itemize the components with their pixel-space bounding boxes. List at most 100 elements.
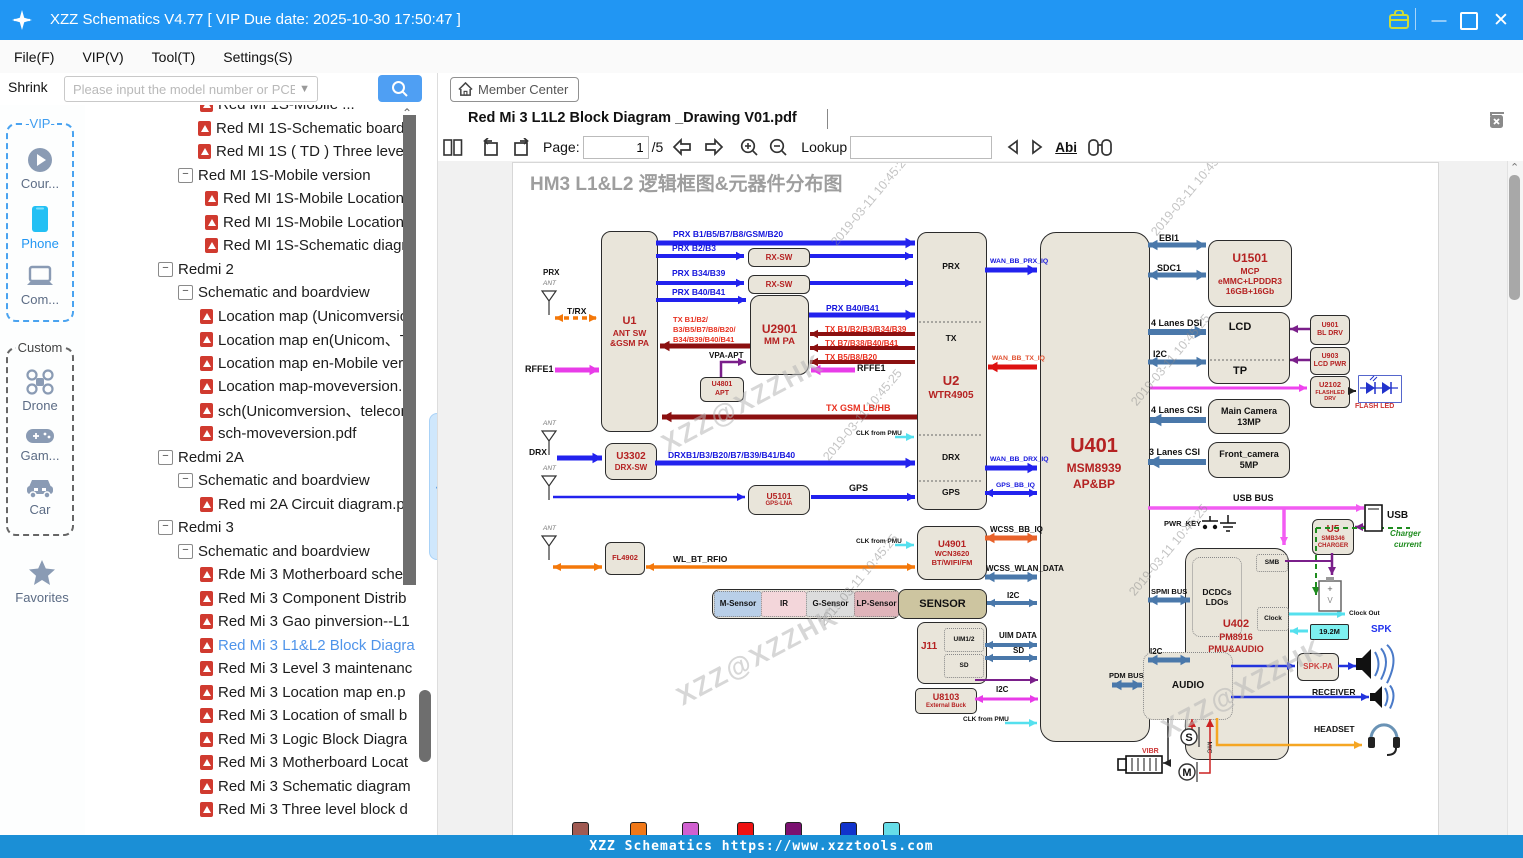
sidebar-item-car[interactable]: Car: [8, 477, 72, 517]
tree-item-pdf[interactable]: Red Mi 3 Logic Block Diagra: [85, 728, 437, 752]
prev-page-icon[interactable]: [671, 138, 693, 156]
tree-item-pdf[interactable]: Red Mi 3 Level 3 maintenanc: [85, 657, 437, 681]
pdf-scrollbar-track[interactable]: [1507, 161, 1523, 835]
tree-item-pdf[interactable]: Red MI 1S ( TD ) Three level: [85, 140, 437, 164]
tree-item-pdf[interactable]: sch-moveversion.pdf: [85, 422, 437, 446]
next-page-icon[interactable]: [703, 138, 725, 156]
sidebar-item-courses[interactable]: Cour...: [8, 147, 72, 191]
pdf-file-icon: [200, 684, 213, 700]
block-text: U1501: [1232, 251, 1268, 266]
tree-node[interactable]: −Redmi 2A: [85, 446, 437, 470]
collapse-toggle-icon[interactable]: −: [178, 285, 193, 301]
block-text: U903: [1321, 352, 1339, 360]
block-text: MCP: [1240, 265, 1260, 276]
panel-scrollbar-thumb[interactable]: [419, 690, 431, 762]
pdf-file-icon: [198, 144, 211, 160]
tree-item-pdf[interactable]: Red MI 1S-Mobile Location r: [85, 187, 437, 211]
collapse-toggle-icon[interactable]: −: [158, 261, 173, 277]
menu-item-settings[interactable]: Settings(S): [223, 48, 293, 65]
tree-item-pdf[interactable]: Red MI 1S-Schematic board: [85, 117, 437, 141]
find-prev-icon[interactable]: [1006, 139, 1020, 155]
tree-item-pdf[interactable]: Rde Mi 3 Motherboard scher: [85, 563, 437, 587]
tree-item-pdf[interactable]: Location map-moveversion.p: [85, 375, 437, 399]
tree-item-pdf[interactable]: Location map (Unicomversio: [85, 305, 437, 329]
pdf-file-icon: [200, 731, 213, 747]
tree-item-pdf[interactable]: Red Mi 3 Location map en.p: [85, 681, 437, 705]
tree-item-pdf[interactable]: sch(Unicomversion、telecom: [85, 399, 437, 423]
tree-item-pdf[interactable]: Red Mi 3 Schematic diagram: [85, 775, 437, 799]
close-button[interactable]: ✕: [1493, 9, 1509, 31]
tree-item-pdf[interactable]: Red Mi 3 Three level block d: [85, 798, 437, 822]
tree-node[interactable]: −Schematic and boardview: [85, 540, 437, 564]
tree-item-label: Redmi 3: [178, 519, 234, 537]
block-text: DCDCs: [1202, 586, 1232, 597]
app-logo-icon: [12, 10, 32, 30]
tree-item-pdf[interactable]: Red mi 2A Circuit diagram.pd: [85, 493, 437, 517]
tree-item-pdf[interactable]: Red Mi 3 Gao pinversion--L1: [85, 610, 437, 634]
search-button[interactable]: [378, 75, 422, 102]
chevron-down-icon[interactable]: ▼: [299, 83, 310, 95]
tree-item-pdf[interactable]: Red Mi 3 Location of small b: [85, 704, 437, 728]
collapse-toggle-icon[interactable]: −: [158, 520, 173, 536]
tree-item-pdf[interactable]: Red Mi 3 L1&L2 Block Diagra: [85, 634, 437, 658]
block-text: LCD PWR: [1313, 361, 1347, 368]
tree-node[interactable]: −Redmi 2: [85, 258, 437, 282]
diagram-label: ANT: [543, 280, 556, 287]
close-document-icon[interactable]: [1488, 110, 1507, 129]
tree-node[interactable]: −Schematic and boardview: [85, 469, 437, 493]
collapse-toggle-icon[interactable]: −: [178, 543, 193, 559]
tree-node[interactable]: −Redmi 3: [85, 516, 437, 540]
sidebar-item-favorites[interactable]: Favorites: [6, 559, 78, 605]
diagram-label: B3/B5/B7/B8/B20/: [673, 325, 736, 334]
tree-node[interactable]: −Red MI 1S-Mobile version: [85, 164, 437, 188]
zoom-out-icon[interactable]: [769, 138, 788, 157]
collapse-toggle-icon[interactable]: −: [158, 449, 173, 465]
diagram-label: PWR_KEY: [1164, 519, 1202, 528]
tree-item-pdf[interactable]: Red Mi 3 Component Distrib: [85, 587, 437, 611]
lookup-input[interactable]: [850, 135, 993, 159]
menu-item-tool[interactable]: Tool(T): [151, 48, 196, 65]
find-next-icon[interactable]: [1030, 139, 1044, 155]
rotate-right-icon[interactable]: [511, 138, 530, 156]
tree-item-pdf[interactable]: Red MI 1S-Schematic diagra: [85, 234, 437, 258]
binoculars-icon[interactable]: [1088, 138, 1112, 156]
sidebar-item-phone[interactable]: Phone: [8, 205, 72, 251]
rotate-left-icon[interactable]: [482, 138, 501, 156]
maximize-button[interactable]: [1460, 12, 1478, 30]
abi-text-tool[interactable]: Abi: [1055, 139, 1077, 155]
member-center-button[interactable]: Member Center: [450, 77, 580, 102]
sidebar-item-game[interactable]: Gam...: [8, 427, 72, 463]
safe-box-icon[interactable]: [1388, 10, 1410, 30]
tree-item-label: Red Mi 3 Component Distrib: [218, 589, 407, 607]
two-page-view-icon[interactable]: [443, 138, 463, 156]
diagram-label: I2C: [1153, 349, 1168, 359]
minimize-button[interactable]: —: [1431, 11, 1447, 29]
document-tab[interactable]: Red Mi 3 L1L2 Block Diagram _Drawing V01…: [468, 110, 797, 126]
tree-vertical-scrollbar[interactable]: [403, 115, 416, 585]
tree-item-pdf[interactable]: Location map en(Unicom、T: [85, 328, 437, 352]
tree-item-pdf[interactable]: Location map en-Mobile ver: [85, 352, 437, 376]
sidebar-item-computer[interactable]: Com...: [8, 265, 72, 307]
diagram-label: PMU&AUDIO: [1208, 644, 1264, 654]
pdf-scrollbar-thumb[interactable]: [1509, 175, 1520, 300]
pdf-scroll-up-icon[interactable]: ⌃: [1510, 162, 1520, 174]
tree-item-pdf[interactable]: Red MI 1S-Mobile ...: [85, 105, 437, 117]
search-input[interactable]: [65, 81, 300, 97]
zoom-in-icon[interactable]: [740, 138, 759, 157]
battery-icon: +V: [1318, 577, 1342, 612]
sidebar-item-drone[interactable]: Drone: [8, 369, 72, 413]
page-number-input[interactable]: [582, 135, 649, 159]
shrink-button[interactable]: Shrink: [8, 79, 48, 95]
tree-item-pdf[interactable]: Red Mi 3 Motherboard Locat: [85, 751, 437, 775]
tree-item-pdf[interactable]: Red MI 1S-Mobile Location r: [85, 211, 437, 235]
menu-item-file[interactable]: File(F): [14, 48, 55, 65]
diagram-block-lcd-tp: [1208, 312, 1290, 384]
menu-item-vip[interactable]: VIP(V): [82, 48, 124, 65]
tree-node[interactable]: −Schematic and boardview: [85, 281, 437, 305]
tree-scroll-up-icon[interactable]: ⌃: [402, 106, 413, 120]
collapse-toggle-icon[interactable]: −: [178, 473, 193, 489]
collapse-toggle-icon[interactable]: −: [178, 167, 193, 183]
